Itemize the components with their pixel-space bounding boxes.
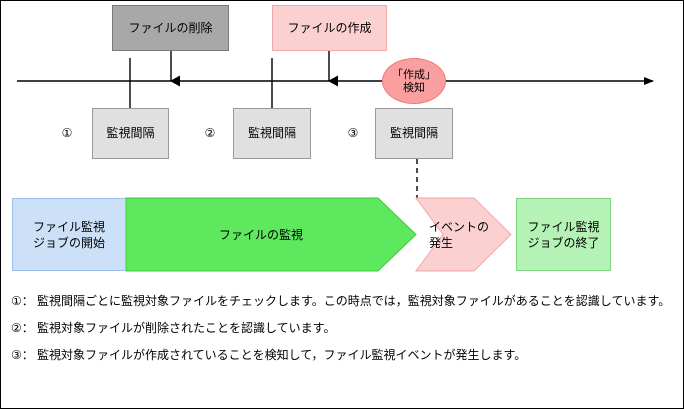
interval-box-1-label: 監視間隔 bbox=[106, 126, 155, 140]
flow-box-event-label: イベントの 発生 bbox=[429, 219, 490, 250]
interval-box-3: 監視間隔 bbox=[375, 108, 453, 159]
note-item-2-text: 監視対象ファイルが削除されたことを認識しています。 bbox=[37, 321, 336, 335]
event-box-file-create-label: ファイルの作成 bbox=[287, 20, 372, 35]
event-box-file-delete: ファイルの削除 bbox=[112, 5, 229, 51]
interval-marker-2-label: ② bbox=[204, 126, 216, 140]
note-item-2-marker: ②： bbox=[11, 321, 34, 335]
interval-box-2-label: 監視間隔 bbox=[247, 126, 296, 140]
note-item-3-text: 監視対象ファイルが作成されていることを検知して，ファイル監視イベントが発生します… bbox=[37, 348, 527, 362]
interval-marker-3-label: ③ bbox=[347, 126, 359, 140]
flow-box-job-end-label: ファイル監視 ジョブの終了 bbox=[527, 219, 600, 250]
flow-box-monitor-label: ファイルの監視 bbox=[218, 227, 303, 242]
event-box-file-delete-label: ファイルの削除 bbox=[128, 20, 213, 35]
interval-marker-2: ② bbox=[202, 126, 218, 140]
interval-marker-1-label: ① bbox=[61, 126, 73, 140]
flow-box-event-label-wrap: イベントの 発生 bbox=[425, 198, 505, 271]
note-item-2: ②： 監視対象ファイルが削除されたことを認識しています。 bbox=[11, 320, 675, 337]
flow-box-job-end: ファイル監視 ジョブの終了 bbox=[516, 198, 611, 271]
interval-box-2: 監視間隔 bbox=[233, 108, 311, 159]
interval-box-1: 監視間隔 bbox=[92, 108, 169, 159]
flow-shape-monitor bbox=[125, 197, 417, 272]
flow-box-job-start-label: ファイル監視 ジョブの開始 bbox=[32, 219, 105, 250]
detect-bubble-label: 「作成」 検知 bbox=[392, 68, 436, 94]
note-item-3: ③： 監視対象ファイルが作成されていることを検知して，ファイル監視イベントが発生… bbox=[11, 347, 675, 364]
detect-bubble: 「作成」 検知 bbox=[382, 58, 446, 104]
note-item-3-marker: ③： bbox=[11, 348, 34, 362]
flow-box-monitor-label-wrap: ファイルの監視 bbox=[136, 198, 386, 271]
flow-box-job-start: ファイル監視 ジョブの開始 bbox=[12, 198, 126, 271]
event-box-file-create: ファイルの作成 bbox=[272, 5, 387, 51]
interval-box-3-label: 監視間隔 bbox=[389, 126, 438, 140]
notes-list: ①： 監視間隔ごとに監視対象ファイルをチェックします。この時点では，監視対象ファ… bbox=[11, 293, 675, 374]
note-item-1: ①： 監視間隔ごとに監視対象ファイルをチェックします。この時点では，監視対象ファ… bbox=[11, 293, 675, 310]
interval-marker-1: ① bbox=[59, 126, 75, 140]
interval-marker-3: ③ bbox=[345, 126, 361, 140]
flow-shape-event bbox=[415, 197, 512, 272]
note-item-1-text: 監視間隔ごとに監視対象ファイルをチェックします。この時点では，監視対象ファイルが… bbox=[37, 294, 671, 308]
note-item-1-marker: ①： bbox=[11, 294, 34, 308]
